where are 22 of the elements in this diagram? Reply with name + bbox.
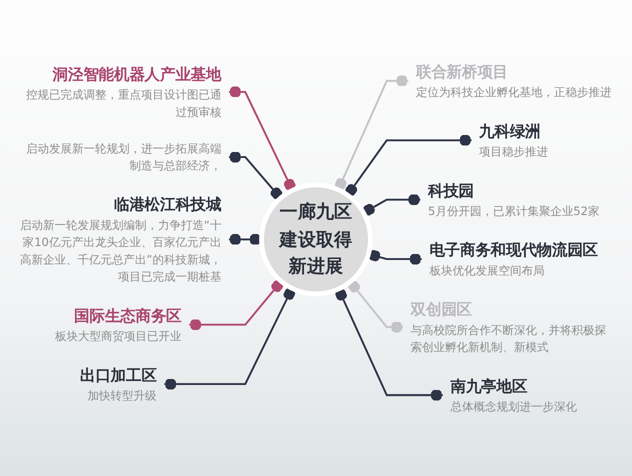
connector [164, 288, 296, 390]
connector [189, 280, 283, 330]
node-text: 九科绿洲 项目稳步推进 [479, 122, 548, 158]
node-text: 双创园区 与高校院所合作不断深化，并将积极探索创业孵化新机制、新模式 [410, 300, 606, 354]
node-text: 出口加工区 加快转型升级 [80, 366, 157, 402]
connector [348, 280, 404, 333]
node-text: 联合新桥项目 定位为科技企业孵化基地，正稳步推进 [416, 62, 612, 100]
connector [334, 75, 408, 190]
node-text: 启动发展新一轮规划，进一步拓展高端制造与总部经济， [26, 142, 222, 172]
connector [346, 134, 472, 196]
node-circle: 一廊九区建设取得新进展 [259, 182, 373, 296]
connector [228, 86, 296, 191]
node-text: 洞泾智能机器人产业基地 控规已完成调整，重点项目设计图已通过预审核 [26, 65, 222, 119]
connector [335, 288, 443, 401]
node-text: 南九亭地区 总体概念规划进一步深化 [450, 376, 577, 414]
connector [228, 151, 282, 200]
node-text: 科技园 5月份开园，已累计集聚企业52家 [428, 181, 600, 218]
connector [363, 194, 420, 216]
node-text: 国际生态商务区 板块大型商贸项目已开业 [55, 306, 182, 343]
node-text: 电子商务和现代物流园区 板块优化发展空间布局 [429, 240, 598, 278]
connector [368, 250, 422, 265]
node-text: 临港松江科技城 启动新一轮发展规划编制，力争打造“十家10亿元产出龙头企业、百家亿元产出高新企业、千亿元总产出”的科技新城，项目已完成一期桩基 [20, 195, 222, 284]
